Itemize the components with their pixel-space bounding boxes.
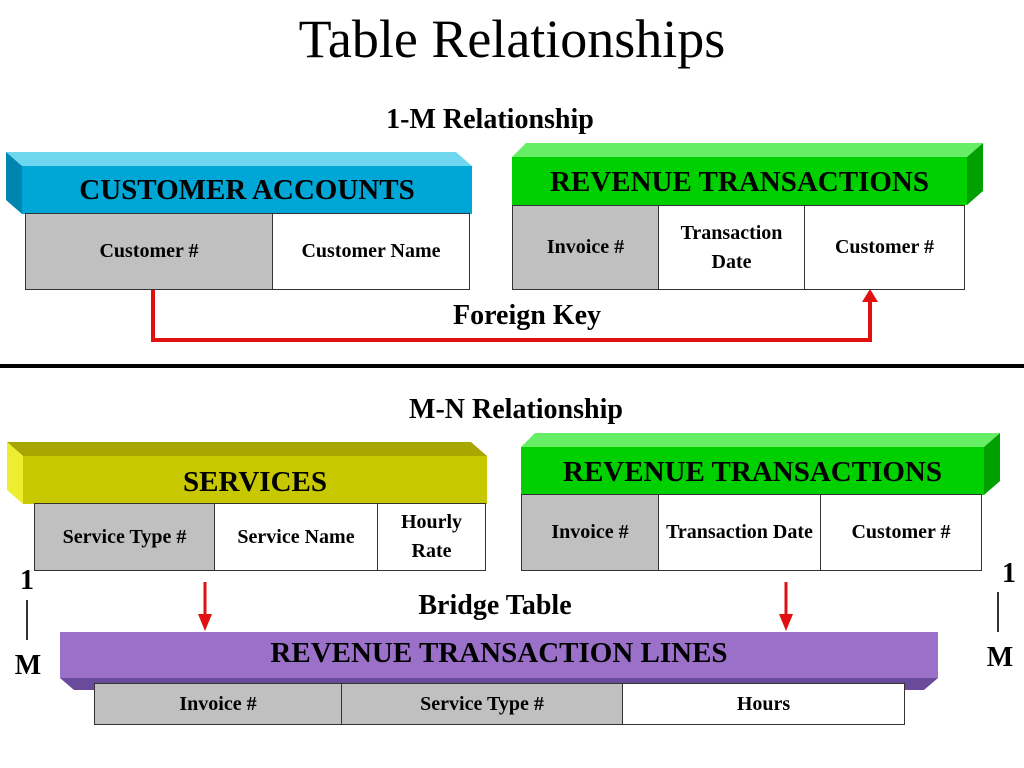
left-cardinality-line (26, 600, 28, 640)
right-cardinality-many: M (986, 642, 1014, 673)
column-service-type-id: Service Type # (34, 503, 215, 571)
services-title: SERVICES (182, 466, 328, 498)
foreign-key-label: Foreign Key (452, 300, 601, 331)
arrow-down-icon (198, 614, 212, 631)
revenue-transactions-banner-top (512, 143, 983, 205)
column-invoice-id: Invoice # (94, 683, 342, 725)
revenue-transaction-lines-table: Invoice # Service Type # Hours (94, 683, 905, 725)
right-cardinality-line (997, 592, 999, 632)
section-divider (0, 364, 1024, 368)
column-customer-id: Customer # (820, 494, 982, 571)
customer-accounts-table: Customer # Customer Name (25, 213, 470, 290)
column-service-type-id: Service Type # (341, 683, 623, 725)
revenue-transactions-title-top: REVENUE TRANSACTIONS (550, 166, 929, 198)
column-transaction-date: Transaction Date (658, 205, 805, 290)
page-title: Table Relationships (298, 9, 726, 69)
column-customer-name: Customer Name (272, 213, 470, 290)
revenue-transactions-title-bottom: REVENUE TRANSACTIONS (563, 456, 942, 488)
revenue-transactions-banner-bottom (521, 433, 1000, 495)
column-hourly-rate: Hourly Rate (377, 503, 486, 571)
revenue-transactions-table-top: Invoice # Transaction Date Customer # (512, 205, 965, 290)
left-cardinality-many: M (14, 650, 42, 681)
column-customer-id-fk: Customer # (804, 205, 965, 290)
customer-accounts-banner (6, 152, 472, 214)
many-to-many-heading: M-N Relationship (409, 394, 623, 425)
customer-accounts-title: CUSTOMER ACCOUNTS (79, 174, 415, 206)
arrow-down-icon (779, 614, 793, 631)
one-to-many-heading: 1-M Relationship (386, 104, 594, 135)
column-service-name: Service Name (214, 503, 378, 571)
arrowhead-icon (862, 289, 878, 302)
column-transaction-date: Transaction Date (658, 494, 821, 571)
left-cardinality-one: 1 (20, 565, 34, 596)
services-banner (7, 442, 487, 504)
revenue-transactions-table-bottom: Invoice # Transaction Date Customer # (521, 494, 982, 571)
column-invoice-id: Invoice # (512, 205, 659, 290)
column-hours: Hours (622, 683, 905, 725)
bridge-table-label: Bridge Table (418, 590, 572, 621)
column-invoice-id: Invoice # (521, 494, 659, 571)
right-cardinality-one: 1 (1002, 558, 1016, 589)
revenue-transaction-lines-title: REVENUE TRANSACTION LINES (270, 637, 728, 669)
column-customer-id: Customer # (25, 213, 273, 290)
services-table: Service Type # Service Name Hourly Rate (34, 503, 486, 571)
